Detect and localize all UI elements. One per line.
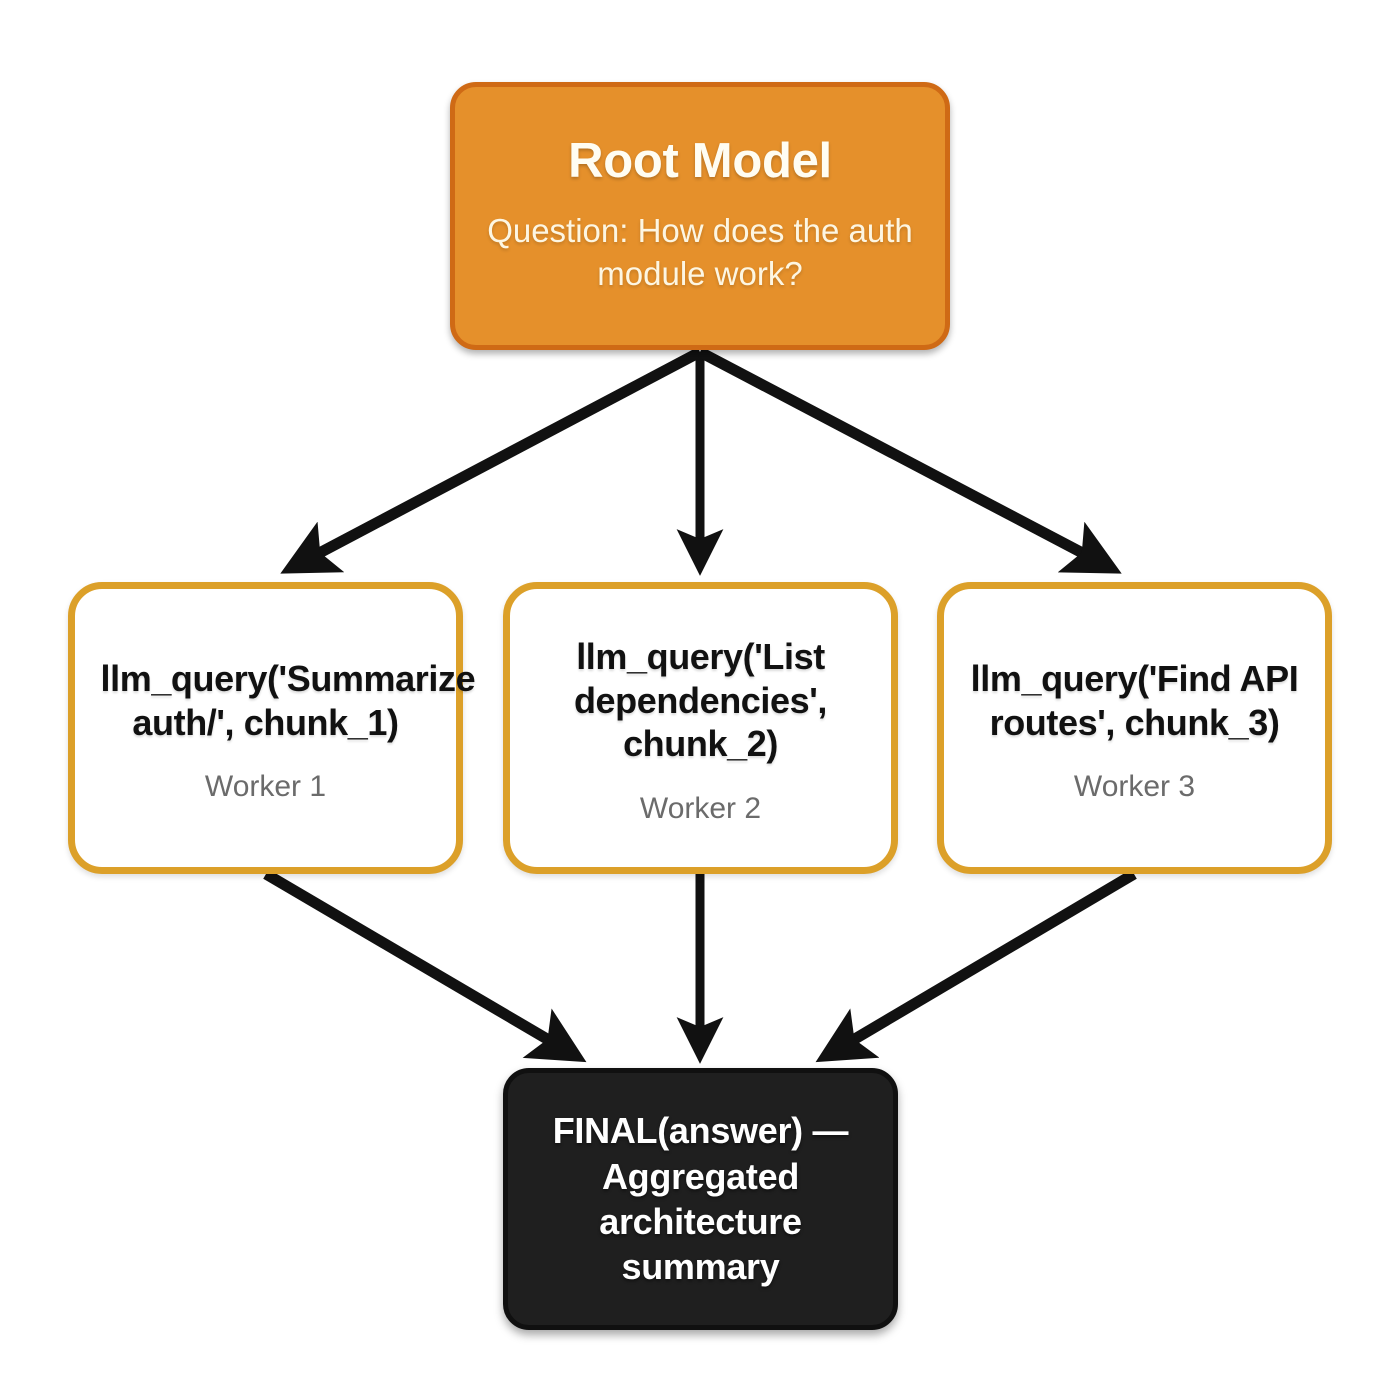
node-root-model[interactable]: Root Model Question: How does the auth m… <box>450 82 950 350</box>
worker-1-label: Worker 1 <box>204 770 327 804</box>
worker-2-label: Worker 2 <box>639 792 762 826</box>
node-worker-1[interactable]: llm_query('Summarize auth/', chunk_1) Wo… <box>68 582 476 874</box>
edge-worker-1-to-final <box>263 869 587 1063</box>
root-model-title: Root Model <box>568 134 832 189</box>
edge-root-to-worker-3 <box>697 347 1122 574</box>
worker-3-call: llm_query('Find API routes', chunk_3) <box>970 657 1299 743</box>
worker-2-call: llm_query('List dependencies', chunk_2) <box>573 635 828 765</box>
worker-3-label: Worker 3 <box>1073 770 1196 804</box>
edge-root-to-worker-1 <box>280 347 703 574</box>
node-worker-3[interactable]: llm_query('Find API routes', chunk_3) Wo… <box>937 582 1332 874</box>
node-final-answer[interactable]: FINAL(answer) — Aggregated architecture … <box>503 1068 898 1330</box>
final-answer-text: FINAL(answer) — Aggregated architecture … <box>552 1110 849 1288</box>
node-worker-2[interactable]: llm_query('List dependencies', chunk_2) … <box>503 582 898 874</box>
root-model-question: Question: How does the auth module work? <box>487 211 913 292</box>
worker-1-call: llm_query('Summarize auth/', chunk_1) <box>100 657 476 743</box>
edge-worker-3-to-final <box>815 869 1137 1063</box>
